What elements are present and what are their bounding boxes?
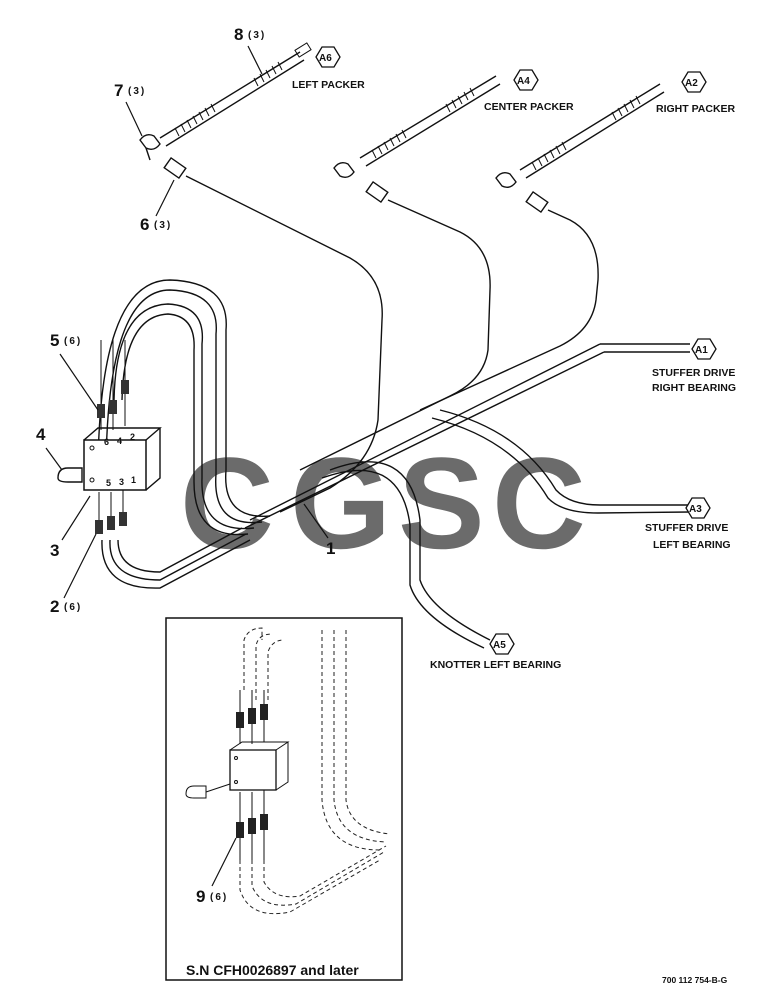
svg-text:6: 6 bbox=[140, 215, 149, 234]
center-packer-assembly bbox=[299, 75, 501, 471]
hose-spring-left bbox=[174, 61, 283, 137]
svg-text:1: 1 bbox=[326, 539, 335, 558]
svg-text:(6): (6) bbox=[210, 892, 228, 903]
svg-text:8: 8 bbox=[234, 25, 243, 44]
label-right-packer: RIGHT PACKER bbox=[656, 103, 736, 115]
watermark-letter-1: C bbox=[180, 430, 274, 576]
callout-9: 9 (6) bbox=[196, 837, 237, 906]
main-tube-bundle bbox=[97, 279, 691, 649]
point-a2: A2 RIGHT PACKER bbox=[656, 71, 736, 115]
inset-panel: 9 (6) S.N CFH0026897 and later bbox=[165, 617, 403, 981]
tag-a3: A3 bbox=[689, 504, 702, 515]
label-a1-line2: RIGHT BEARING bbox=[652, 382, 736, 394]
watermark-letter-4: C bbox=[492, 430, 586, 576]
svg-text:(6): (6) bbox=[64, 602, 82, 613]
tag-a1: A1 bbox=[695, 345, 708, 356]
watermark: C G S C bbox=[180, 430, 586, 576]
watermark-letter-2: G bbox=[290, 430, 391, 576]
svg-text:4: 4 bbox=[36, 425, 46, 444]
label-knotter-left-bearing: KNOTTER LEFT BEARING bbox=[430, 659, 561, 671]
label-a1-line1: STUFFER DRIVE bbox=[652, 367, 735, 379]
tag-a4: A4 bbox=[517, 76, 530, 87]
callout-6: 6 (3) bbox=[140, 179, 175, 234]
point-a4: A4 CENTER PACKER bbox=[484, 69, 574, 113]
left-packer-assembly bbox=[139, 42, 383, 513]
point-a1: A1 STUFFER DRIVE RIGHT BEARING bbox=[652, 338, 736, 394]
watermark-letter-3: S bbox=[398, 430, 485, 576]
label-left-packer: LEFT PACKER bbox=[292, 79, 365, 91]
svg-text:(3): (3) bbox=[248, 30, 266, 41]
svg-text:(3): (3) bbox=[128, 86, 146, 97]
label-center-packer: CENTER PACKER bbox=[484, 101, 574, 113]
tag-a2: A2 bbox=[685, 78, 698, 89]
svg-text:9: 9 bbox=[196, 887, 205, 906]
svg-text:3: 3 bbox=[50, 541, 59, 560]
port-2: 2 bbox=[130, 432, 135, 442]
callout-5: 5 (6) bbox=[50, 331, 99, 411]
svg-text:(3): (3) bbox=[154, 220, 172, 231]
port-5: 5 bbox=[106, 478, 111, 488]
point-a3: A3 STUFFER DRIVE LEFT BEARING bbox=[645, 497, 731, 551]
port-4: 4 bbox=[117, 436, 122, 446]
port-3: 3 bbox=[119, 477, 124, 487]
inset-caption: S.N CFH0026897 and later bbox=[186, 962, 359, 978]
callout-3: 3 bbox=[50, 495, 91, 560]
svg-text:5: 5 bbox=[50, 331, 59, 350]
callout-2: 2 (6) bbox=[50, 533, 97, 616]
label-a3-line1: STUFFER DRIVE bbox=[645, 522, 728, 534]
svg-text:(6): (6) bbox=[64, 336, 82, 347]
distributor-block: 6 4 2 5 3 1 bbox=[57, 340, 162, 534]
port-6: 6 bbox=[104, 437, 109, 447]
label-a3-line2: LEFT BEARING bbox=[653, 539, 731, 551]
callout-1: 1 bbox=[303, 503, 335, 558]
point-a6: A6 LEFT PACKER bbox=[292, 46, 365, 91]
svg-text:7: 7 bbox=[114, 81, 123, 100]
callout-7: 7 (3) bbox=[114, 81, 146, 137]
tag-a5: A5 bbox=[493, 640, 506, 651]
port-1: 1 bbox=[131, 475, 136, 485]
callout-4: 4 bbox=[36, 425, 63, 471]
point-a5: A5 KNOTTER LEFT BEARING bbox=[430, 633, 561, 671]
tag-a6: A6 bbox=[319, 53, 332, 64]
callout-8: 8 (3) bbox=[234, 25, 266, 75]
right-packer-assembly bbox=[419, 83, 665, 411]
drawing-number: 700 112 754-B-G bbox=[662, 975, 728, 985]
svg-text:2: 2 bbox=[50, 597, 59, 616]
